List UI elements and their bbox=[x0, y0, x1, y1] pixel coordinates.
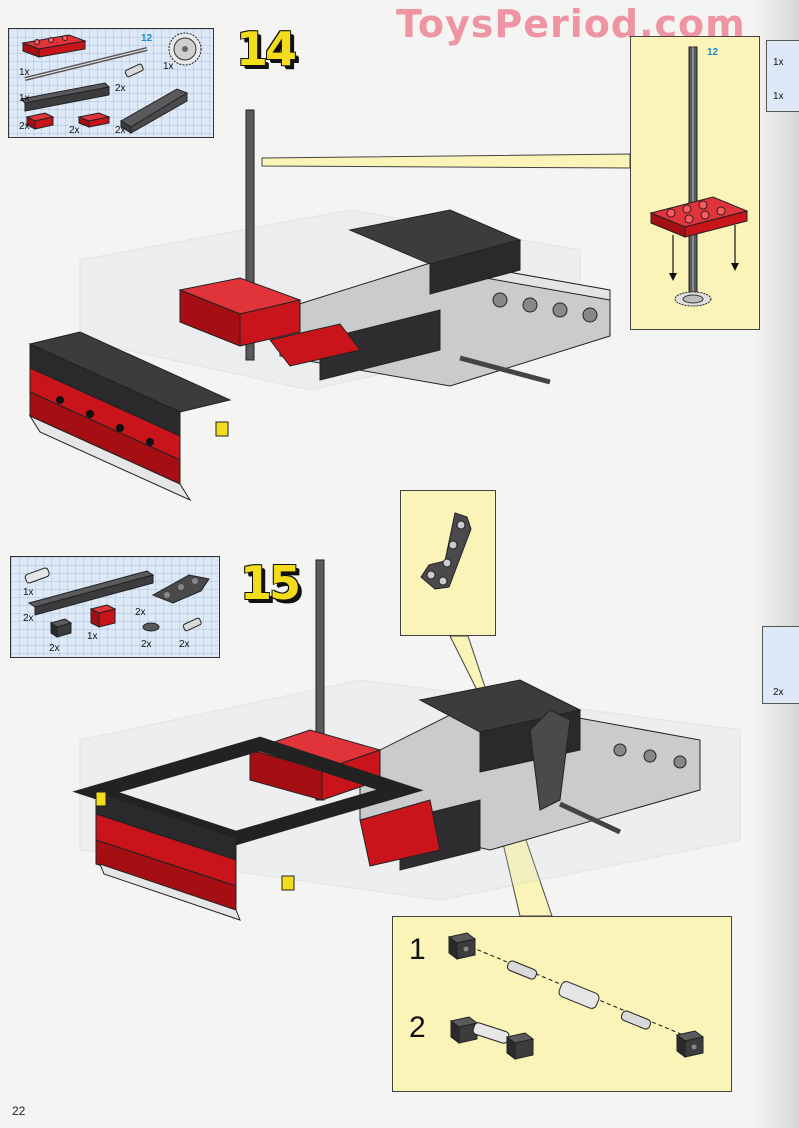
gray-frame bbox=[279, 209, 611, 387]
step-14-model-illustration bbox=[28, 109, 611, 502]
quantity-label: 2x bbox=[115, 125, 126, 136]
quantity-label: 2x bbox=[773, 687, 784, 698]
vertical-axle bbox=[315, 559, 325, 801]
gear-part bbox=[674, 291, 712, 307]
next-page-parts-box-edge: 1x 1x bbox=[766, 40, 799, 112]
pin-part bbox=[620, 1010, 652, 1030]
liftarm-part bbox=[420, 512, 472, 590]
assembled-connector-part bbox=[449, 1016, 535, 1060]
quantity-label: 1x bbox=[19, 93, 30, 104]
quantity-label: 1x bbox=[773, 91, 784, 102]
front-beam-frame bbox=[72, 736, 424, 921]
red-brick-part bbox=[89, 604, 117, 628]
front-beam-stack bbox=[28, 331, 232, 502]
pin-part bbox=[506, 960, 538, 980]
wedge-beam-part bbox=[120, 88, 189, 134]
dark-brick-part bbox=[675, 1030, 705, 1058]
red-plate-part bbox=[21, 34, 87, 58]
round-plate-part bbox=[142, 622, 160, 632]
red-assembly bbox=[178, 277, 361, 367]
quantity-label: 1x bbox=[773, 57, 784, 68]
step-15-parts-box: 1x 2x 1x 2x 2x 2x 2x bbox=[10, 556, 220, 658]
substep-number: 1 bbox=[409, 933, 426, 966]
dark-beam-part bbox=[19, 82, 111, 112]
dark-brick-part bbox=[447, 932, 477, 960]
next-page-parts-box-edge: 2x bbox=[762, 626, 799, 704]
step-14-parts-illustration bbox=[19, 32, 202, 134]
pin-part bbox=[182, 617, 202, 632]
beam-length-label: 12 bbox=[141, 33, 153, 44]
quantity-label: 2x bbox=[135, 607, 146, 618]
dark-brick-part bbox=[49, 618, 73, 638]
quantity-label: 2x bbox=[115, 83, 126, 94]
vertical-axle bbox=[245, 109, 255, 361]
step-15-model-illustration bbox=[72, 559, 741, 921]
page-number: 22 bbox=[12, 1104, 26, 1118]
step-14-parts-box: 12 1x 1x 2x 1x 2x 2x 2x bbox=[8, 28, 214, 138]
substep-illustration bbox=[447, 932, 705, 1060]
callout-illustration bbox=[649, 46, 749, 307]
quantity-label: 2x bbox=[179, 639, 190, 650]
liftarm-callout-illustration bbox=[420, 512, 472, 590]
connector-sleeve-part bbox=[558, 981, 600, 1009]
substep-number: 2 bbox=[409, 1011, 426, 1044]
axle-length-label: 12 bbox=[707, 47, 719, 58]
quantity-label: 2x bbox=[69, 125, 80, 136]
step-15-parts-illustration bbox=[24, 567, 210, 638]
quantity-label: 2x bbox=[23, 613, 34, 624]
connector-pin-part bbox=[24, 567, 50, 584]
step-14-callout: 12 bbox=[630, 36, 760, 330]
quantity-label: 2x bbox=[141, 639, 152, 650]
dark-beam-part bbox=[27, 570, 155, 616]
step-number: 14 bbox=[236, 22, 297, 76]
quantity-label: 1x bbox=[163, 61, 174, 72]
pin-part bbox=[124, 63, 144, 78]
down-arrow-icon bbox=[669, 235, 677, 281]
red-assembly bbox=[248, 729, 441, 867]
quantity-label: 1x bbox=[87, 631, 98, 642]
quantity-label: 1x bbox=[23, 587, 34, 598]
red-plate-part bbox=[649, 196, 749, 238]
substep-callout: 1 2 bbox=[392, 916, 732, 1092]
red-brick-part bbox=[25, 112, 55, 130]
step-number: 15 bbox=[240, 556, 301, 610]
liftarm-part bbox=[151, 574, 210, 604]
red-plate-small-part bbox=[77, 112, 111, 128]
liftarm-callout bbox=[400, 490, 496, 636]
gear-part bbox=[168, 32, 202, 66]
quantity-label: 2x bbox=[49, 643, 60, 654]
page-fold-shadow bbox=[753, 0, 799, 1128]
quantity-label: 1x bbox=[19, 67, 30, 78]
down-arrow-icon bbox=[731, 225, 739, 271]
quantity-label: 2x bbox=[19, 121, 30, 132]
